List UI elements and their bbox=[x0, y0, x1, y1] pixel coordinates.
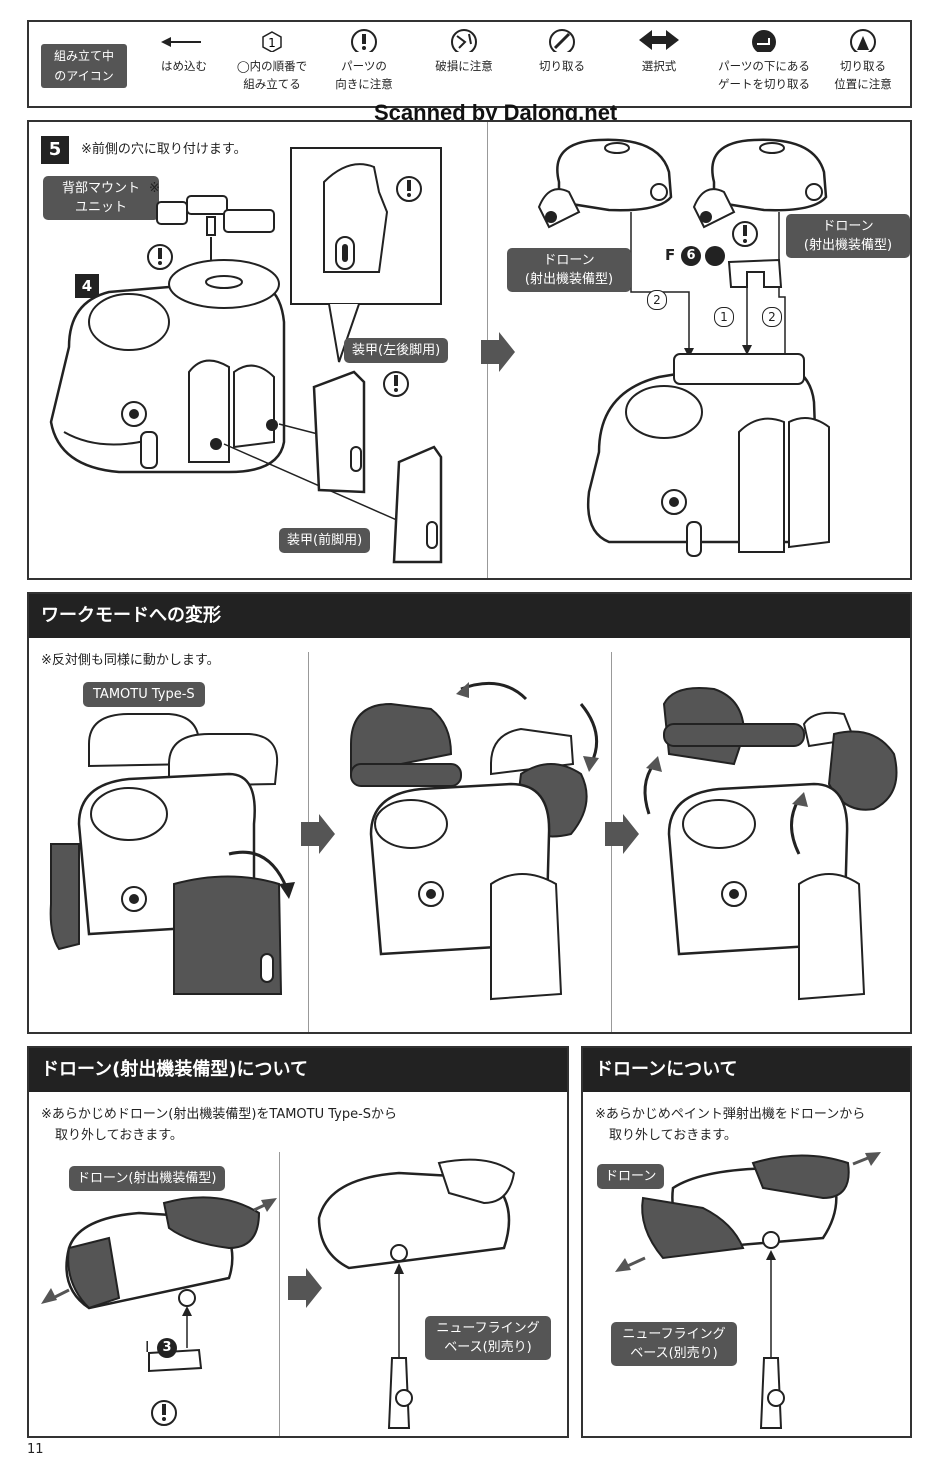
part-number-6: 6 bbox=[681, 246, 701, 266]
legend-item-select: 選択式 bbox=[614, 22, 704, 106]
back-mount-label: 背部マウント ユニット bbox=[43, 176, 159, 220]
back-mount-part bbox=[156, 195, 275, 236]
legend-badge-line: 組み立て中 bbox=[53, 49, 114, 63]
work-mode-title: ワークモードへの変形 bbox=[29, 594, 910, 638]
robot-assembly-illustration bbox=[49, 147, 443, 564]
armor-front-label: 装甲(前脚用) bbox=[279, 528, 371, 553]
note-line: ※あらかじめペイント弾射出機をドローンから bbox=[595, 1107, 866, 1122]
drone-launcher-right-label: ドローン (射出機装備型) bbox=[786, 214, 910, 258]
armor-rear-label: 装甲(左後脚用) bbox=[344, 338, 449, 363]
next-arrow-icon bbox=[605, 814, 639, 854]
exclamation-icon bbox=[351, 29, 377, 55]
icon-legend: 組み立て中 のアイコン はめ込む 1 ◯内の順番で 組み立てる パーツの 向きに… bbox=[27, 20, 912, 108]
label-line: (射出機装備型) bbox=[803, 238, 893, 253]
drone-launcher-base-illustration bbox=[317, 1158, 516, 1429]
legend-text: ◯内の順番で bbox=[236, 59, 308, 73]
drone-right-part bbox=[711, 138, 828, 212]
cut-position-icon bbox=[850, 29, 876, 55]
drone-mount-illustration bbox=[537, 138, 830, 557]
note-line: 取り外しておきます。 bbox=[609, 1128, 737, 1143]
legend-text: はめ込む bbox=[161, 59, 207, 73]
legend-text: 組み立てる bbox=[243, 77, 301, 91]
work-mode-note: ※反対側も同様に動かします。 bbox=[41, 653, 220, 668]
order-2-left: 2 bbox=[647, 290, 667, 310]
double-arrow-icon bbox=[639, 30, 679, 50]
circled-one-icon: 1 bbox=[262, 31, 282, 53]
order-2-right: 2 bbox=[762, 307, 782, 327]
step5-panel: 5 ※前側の穴に取り付けます。 背部マウント ユニット ※ 4 bbox=[27, 120, 912, 580]
legend-badge-line: のアイコン bbox=[54, 69, 114, 83]
legend-text: パーツの bbox=[341, 59, 387, 73]
flying-base-label: ニューフライング ベース(別売り) bbox=[425, 1316, 551, 1360]
sub-step-number: 4 bbox=[75, 274, 99, 298]
step-note: ※前側の穴に取り付けます。 bbox=[81, 142, 247, 157]
gate-cut-icon bbox=[705, 246, 725, 266]
label-line: ドローン bbox=[543, 253, 595, 268]
part-code-i: I bbox=[145, 1338, 150, 1356]
flying-base-label: ニューフライング ベース(別売り) bbox=[611, 1322, 737, 1366]
next-arrow-icon bbox=[288, 1268, 322, 1308]
legend-text: パーツの下にある bbox=[718, 59, 810, 73]
label-line: ドローン bbox=[822, 219, 874, 234]
work-mode-step3-illustration bbox=[643, 687, 898, 1001]
legend-text: 破損に注意 bbox=[435, 59, 493, 73]
drone-note: ※あらかじめペイント弾射出機をドローンから 取り外しておきます。 bbox=[595, 1104, 865, 1146]
drone-launcher-left-label: ドローン (射出機装備型) bbox=[507, 248, 631, 292]
legend-text: 切り取る bbox=[539, 59, 585, 73]
drone-launcher-panel: ドローン(射出機装備型)について ※あらかじめドローン(射出機装備型)をTAMO… bbox=[27, 1046, 569, 1438]
part-number-3: 3 bbox=[157, 1338, 177, 1358]
legend-item-insert: はめ込む bbox=[139, 22, 229, 106]
legend-badge: 組み立て中 のアイコン bbox=[41, 44, 127, 88]
note-line: ※あらかじめドローン(射出機装備型)をTAMOTU Type-Sから bbox=[41, 1107, 398, 1122]
drone-launcher-label: ドローン(射出機装備型) bbox=[69, 1166, 225, 1191]
gate-cut-icon bbox=[752, 30, 776, 54]
work-mode-step2-illustration bbox=[350, 681, 599, 1001]
legend-item-break: 破損に注意 bbox=[419, 22, 509, 106]
drone-launcher-title: ドローン(射出機装備型)について bbox=[29, 1048, 567, 1092]
drone-panel: ドローンについて ※あらかじめペイント弾射出機をドローンから 取り外しておきます… bbox=[581, 1046, 912, 1438]
drone-launcher-exploded-illustration bbox=[41, 1196, 277, 1426]
next-arrow-icon bbox=[481, 332, 515, 372]
drone-left-part bbox=[556, 138, 673, 212]
label-line: ニューフライング bbox=[436, 1321, 540, 1336]
step-number: 5 bbox=[41, 136, 69, 164]
legend-item-direction: パーツの 向きに注意 bbox=[319, 22, 409, 106]
break-warning-icon bbox=[451, 29, 477, 55]
label-line: ベース(別売り) bbox=[630, 1346, 718, 1361]
label-line: (射出機装備型) bbox=[524, 272, 614, 287]
note-line: 取り外しておきます。 bbox=[55, 1128, 183, 1143]
cut-icon bbox=[549, 29, 575, 55]
legend-item-cut-position: 切り取る 位置に注意 bbox=[819, 22, 907, 106]
label-line: ベース(別売り) bbox=[444, 1340, 532, 1355]
armor-rear-part bbox=[312, 370, 366, 494]
svg-text:1: 1 bbox=[268, 36, 276, 50]
arrow-left-icon bbox=[161, 37, 201, 47]
legend-text: 向きに注意 bbox=[335, 77, 393, 91]
label-line: ユニット bbox=[74, 200, 127, 215]
legend-item-order: 1 ◯内の順番で 組み立てる bbox=[217, 22, 327, 106]
legend-text: 位置に注意 bbox=[834, 77, 892, 91]
drone-title: ドローンについて bbox=[583, 1048, 910, 1092]
page-number: 11 bbox=[27, 1442, 44, 1457]
label-line: 背部マウント bbox=[61, 181, 140, 196]
legend-item-cut: 切り取る bbox=[517, 22, 607, 106]
legend-text: 切り取る bbox=[840, 59, 886, 73]
legend-item-gate: パーツの下にある ゲートを切り取る bbox=[709, 22, 819, 106]
legend-text: ゲートを切り取る bbox=[718, 77, 810, 91]
label-line: ニューフライング bbox=[622, 1327, 726, 1342]
legend-text: 選択式 bbox=[641, 59, 677, 73]
drone-label: ドローン bbox=[597, 1164, 665, 1189]
drone-exploded-illustration bbox=[615, 1152, 881, 1429]
order-1: 1 bbox=[714, 307, 734, 327]
asterisk-mark: ※ bbox=[149, 181, 160, 196]
work-mode-panel: ワークモードへの変形 ※反対側も同様に動かします。 TAMOTU Type-S bbox=[27, 592, 912, 1034]
panel-divider bbox=[279, 1152, 280, 1436]
drone-launcher-note: ※あらかじめドローン(射出機装備型)をTAMOTU Type-Sから 取り外して… bbox=[41, 1104, 397, 1146]
part-f6 bbox=[727, 258, 783, 288]
model-label: TAMOTU Type-S bbox=[83, 682, 205, 707]
work-mode-step1-illustration bbox=[49, 713, 295, 995]
next-arrow-icon bbox=[301, 814, 335, 854]
part-code-f: F bbox=[665, 246, 676, 264]
